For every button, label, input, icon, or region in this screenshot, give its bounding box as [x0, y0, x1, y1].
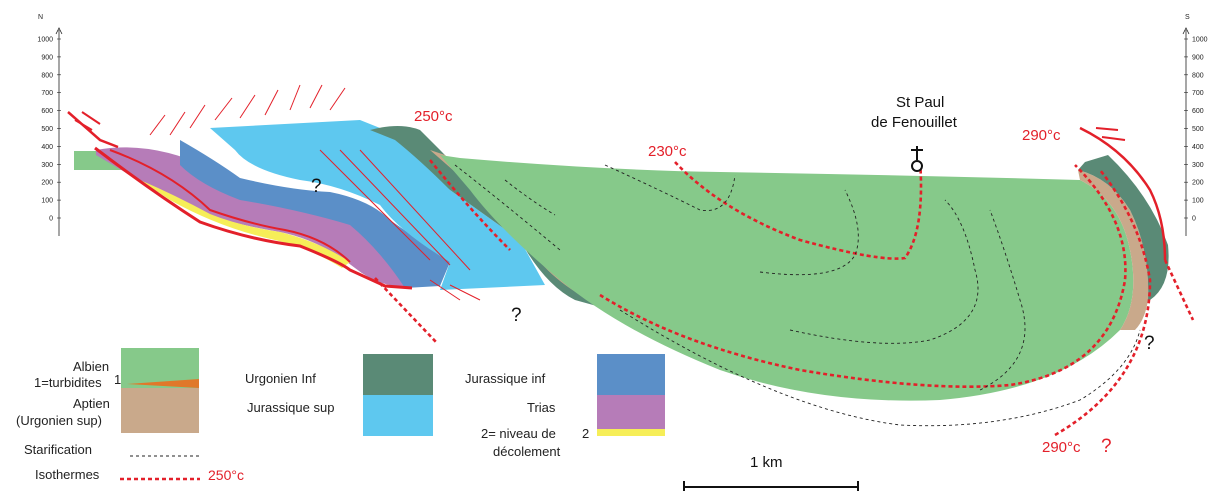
legend-isothermes-value: 250°c: [208, 467, 244, 483]
left-tick-label: 600: [41, 108, 53, 115]
legend: Albien 1=turbidites 1 Aptien (Urgonien s…: [16, 348, 665, 483]
right-tick-label: 700: [1192, 90, 1204, 97]
decollement-fault: [109, 149, 351, 263]
scale-bar-label: 1 km: [750, 454, 783, 471]
cross-section-geology: [67, 84, 1195, 437]
question-mark-base: ?: [511, 305, 522, 326]
legend-stratification-label: Starification: [24, 442, 92, 457]
left-tick-label: 400: [41, 144, 53, 151]
legend-isothermes-label: Isothermes: [35, 467, 100, 482]
trias-layer: [96, 147, 430, 288]
right-tick-label: 1000: [1192, 37, 1208, 44]
isotherm-290-label-top: 290°c: [1022, 127, 1061, 144]
isotherm-250: [428, 159, 511, 251]
question-mark-right: ?: [1144, 333, 1155, 354]
legend-turbidites-num: 1: [114, 372, 121, 387]
legend-jurassique-inf-swatch: [597, 354, 665, 395]
legend-decollement-num: 2: [582, 426, 589, 441]
place-name-line2: de Fenouillet: [871, 114, 958, 131]
right-tick-label: 800: [1192, 72, 1204, 79]
fault-arrow-left: [74, 111, 101, 131]
fault-arrow-right: [1095, 127, 1126, 141]
isotherm-290-label-bottom: 290°c: [1042, 439, 1081, 456]
isotherm-290-right: [1163, 259, 1195, 321]
south-label: S: [1185, 14, 1190, 21]
main-fault-base: [94, 146, 413, 290]
left-tick-label: 0: [49, 216, 53, 223]
scale-bar: [683, 481, 859, 491]
fault-top-right: [1079, 126, 1167, 261]
left-tick-label: 1000: [37, 37, 53, 44]
legend-trias-swatch: [597, 395, 665, 429]
jurassique-sup-layer: [210, 120, 545, 290]
left-tick-label: 500: [41, 126, 53, 133]
minor-faults: [149, 84, 481, 301]
place-name-line1: St Paul: [896, 94, 944, 111]
fault-top-left: [67, 111, 119, 149]
left-tick-label: 800: [41, 72, 53, 79]
legend-jurassique-sup-label: Jurassique sup: [247, 400, 334, 415]
legend-aptien-swatch: [121, 388, 199, 433]
isotherm-290-lower: [1054, 169, 1152, 437]
legend-jurassique-sup-swatch: [363, 395, 433, 436]
isotherm-230-label: 230°c: [648, 143, 687, 160]
left-tick-label: 200: [41, 180, 53, 187]
legend-turbidites-label: 1=turbidites: [34, 375, 102, 390]
question-mark-jurassic: ?: [311, 176, 322, 197]
left-tick-label: 700: [41, 90, 53, 97]
right-tick-label: 600: [1192, 108, 1204, 115]
urgonien-inf-right-layer: [1078, 155, 1169, 300]
left-tick-label: 300: [41, 162, 53, 169]
church-icon: [911, 146, 923, 172]
legend-urgonien-sup-label: (Urgonien sup): [16, 413, 102, 428]
albien-layer: [440, 155, 1134, 401]
legend-urgonien-inf-swatch: [363, 354, 433, 395]
right-tick-label: 500: [1192, 126, 1204, 133]
right-tick-label: 100: [1192, 198, 1204, 205]
urgonien-inf-layer: [370, 126, 640, 318]
right-tick-label: 0: [1192, 216, 1196, 223]
isotherm-250-lower: [374, 277, 437, 343]
legend-albien-label: Albien: [73, 359, 109, 374]
right-tick-label: 300: [1192, 162, 1204, 169]
north-label: N: [38, 14, 43, 21]
legend-turbidites-swatch: [127, 379, 199, 388]
legend-trias-label: Trias: [527, 400, 556, 415]
right-tick-label: 400: [1192, 144, 1204, 151]
legend-aptien-label: Aptien: [73, 396, 110, 411]
legend-urgonien-inf-label: Urgonien Inf: [245, 371, 316, 386]
legend-decollement-label-1: 2= niveau de: [481, 426, 556, 441]
isotherms: [374, 159, 1195, 437]
isotherm-290: [599, 164, 1127, 388]
legend-jurassique-inf-label: Jurassique inf: [465, 371, 546, 386]
legend-decollement-swatch: [597, 429, 665, 436]
legend-decollement-label-2: décolement: [493, 444, 561, 459]
isotherm-290-question: ?: [1101, 436, 1112, 457]
right-tick-label: 900: [1192, 54, 1204, 61]
aptien-right-layer: [1078, 170, 1149, 330]
left-tick-label: 900: [41, 54, 53, 61]
right-tick-label: 200: [1192, 180, 1204, 187]
jurassique-inf-layer: [180, 140, 450, 288]
isotherm-250-label: 250°c: [414, 108, 453, 125]
isotherm-230: [674, 159, 923, 260]
left-tick-label: 100: [41, 198, 53, 205]
stratification-lines: [454, 164, 1141, 427]
